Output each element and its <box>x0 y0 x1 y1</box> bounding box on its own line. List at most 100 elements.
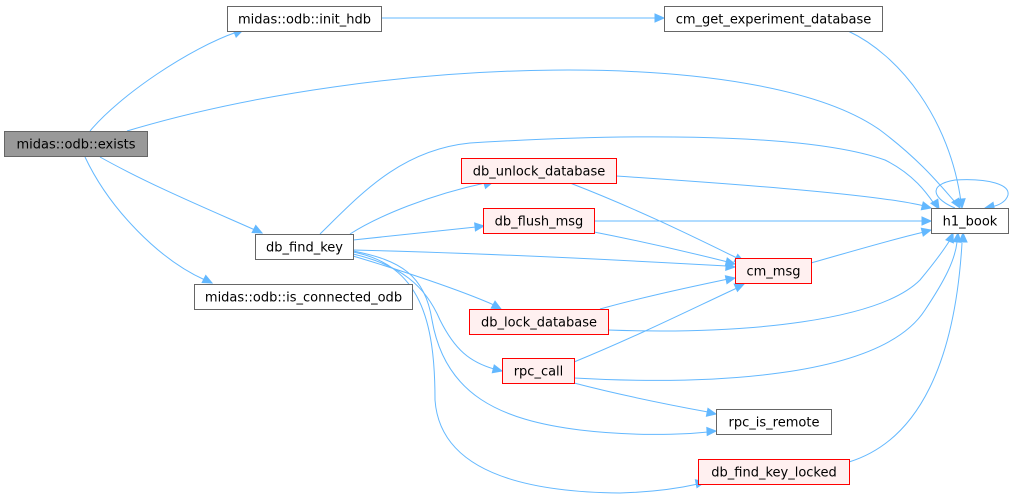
node-exists[interactable]: midas::odb::exists <box>4 131 148 157</box>
node-is-connected-odb[interactable]: midas::odb::is_connected_odb <box>194 284 413 310</box>
edge-line <box>352 255 495 306</box>
arrowhead <box>945 231 954 244</box>
edge-line <box>573 287 738 363</box>
node-box <box>502 358 575 384</box>
node-box <box>735 258 812 284</box>
edge-db-find-key-locked-to-h1-book <box>848 231 968 463</box>
edge-line <box>99 156 256 231</box>
node-box <box>255 234 354 260</box>
node-label: midas::odb::exists <box>17 138 136 153</box>
arrowhead <box>724 257 737 267</box>
edge-line <box>319 136 936 235</box>
edge-db-find-key-to-db-lock-database <box>352 255 503 310</box>
edge-db-flush-msg-to-h1-book <box>594 216 933 226</box>
node-db-unlock-database[interactable]: db_unlock_database <box>461 158 617 184</box>
node-box <box>664 6 883 32</box>
node-box <box>4 131 148 157</box>
edge-line <box>848 242 963 463</box>
node-label: midas::odb::init_hdb <box>238 13 371 28</box>
arrowhead <box>654 13 666 23</box>
edge-line <box>615 175 925 207</box>
edge-line <box>935 179 1009 209</box>
arrowhead <box>952 231 962 243</box>
node-box <box>469 309 609 335</box>
arrowhead <box>474 222 486 232</box>
node-box <box>194 284 413 310</box>
edge-line <box>349 182 486 235</box>
edge-db-find-key-to-h1-book <box>319 136 940 235</box>
node-init-hdb[interactable]: midas::odb::init_hdb <box>227 6 382 32</box>
edge-db-flush-msg-to-cm-msg <box>593 231 737 267</box>
node-h1-book[interactable]: h1_book <box>931 208 1009 234</box>
edge-db-unlock-database-to-h1-book <box>615 175 933 211</box>
edge-line <box>847 30 962 203</box>
node-label: db_unlock_database <box>473 165 606 180</box>
node-db-find-key[interactable]: db_find_key <box>255 234 354 260</box>
edges-layer <box>84 13 1009 494</box>
arrowhead <box>491 364 504 374</box>
edge-line <box>352 251 699 494</box>
edge-cm-msg-to-h1-book <box>810 227 933 264</box>
edge-line <box>89 31 238 132</box>
node-label: cm_get_experiment_database <box>676 13 872 28</box>
edge-db-lock-database-to-h1-book <box>607 231 954 332</box>
node-rpc-call[interactable]: rpc_call <box>502 358 575 384</box>
arrowhead <box>201 274 214 284</box>
edge-rpc-call-to-rpc-is-remote <box>573 382 718 417</box>
arrowhead <box>956 198 966 210</box>
node-db-find-key-locked[interactable]: db_find_key_locked <box>698 459 850 485</box>
edge-line <box>352 226 477 241</box>
edge-rpc-call-to-cm-msg <box>573 283 746 363</box>
edge-line <box>573 241 958 381</box>
node-label: midas::odb::is_connected_odb <box>205 291 402 306</box>
edge-line <box>593 231 729 263</box>
node-label: rpc_is_remote <box>729 416 820 431</box>
node-db-flush-msg[interactable]: db_flush_msg <box>483 208 595 234</box>
node-label: db_find_key <box>266 241 343 256</box>
edge-db-find-key-to-db-unlock-database <box>349 180 495 235</box>
arrowhead <box>251 224 264 234</box>
edge-line <box>352 249 728 267</box>
edge-line <box>810 231 925 264</box>
arrowhead <box>705 407 718 417</box>
edge-db-find-key-to-cm-msg <box>352 249 737 271</box>
arrowhead <box>920 201 933 211</box>
edge-db-find-key-to-db-flush-msg <box>352 222 486 241</box>
edge-line <box>599 278 729 310</box>
node-label: h1_book <box>943 215 998 230</box>
node-label: db_lock_database <box>481 316 597 331</box>
arrowhead <box>490 300 503 310</box>
node-box <box>483 208 595 234</box>
node-cm-msg[interactable]: cm_msg <box>735 258 812 284</box>
arrowhead <box>733 283 746 293</box>
node-box <box>716 409 832 435</box>
edge-cm-get-experiment-database-to-h1-book <box>847 30 966 210</box>
edge-line <box>569 182 738 259</box>
node-box <box>698 459 850 485</box>
arrowhead <box>921 216 933 226</box>
arrowhead <box>724 275 737 285</box>
node-label: rpc_call <box>514 365 564 380</box>
edge-line <box>573 382 709 413</box>
edge-line <box>126 69 956 203</box>
node-box <box>931 208 1009 234</box>
node-label: cm_msg <box>747 265 801 280</box>
node-cm-get-experiment-database[interactable]: cm_get_experiment_database <box>664 6 883 32</box>
arrowhead <box>706 426 718 437</box>
edge-exists-to-db-find-key <box>99 156 264 234</box>
edge-exists-to-init-hdb <box>89 29 245 132</box>
edge-line <box>352 250 709 435</box>
edge-rpc-call-to-h1-book <box>573 231 962 381</box>
edge-h1-book-to-h1-book <box>935 179 1009 211</box>
node-db-lock-database[interactable]: db_lock_database <box>469 309 609 335</box>
arrowhead <box>930 198 940 211</box>
node-label: db_flush_msg <box>495 215 584 230</box>
edge-db-lock-database-to-cm-msg <box>599 275 737 310</box>
edge-exists-to-is-connected-odb <box>84 156 214 284</box>
arrowhead <box>920 227 933 237</box>
node-rpc-is-remote[interactable]: rpc_is_remote <box>716 409 832 435</box>
node-box <box>461 158 617 184</box>
arrowhead <box>958 231 968 243</box>
